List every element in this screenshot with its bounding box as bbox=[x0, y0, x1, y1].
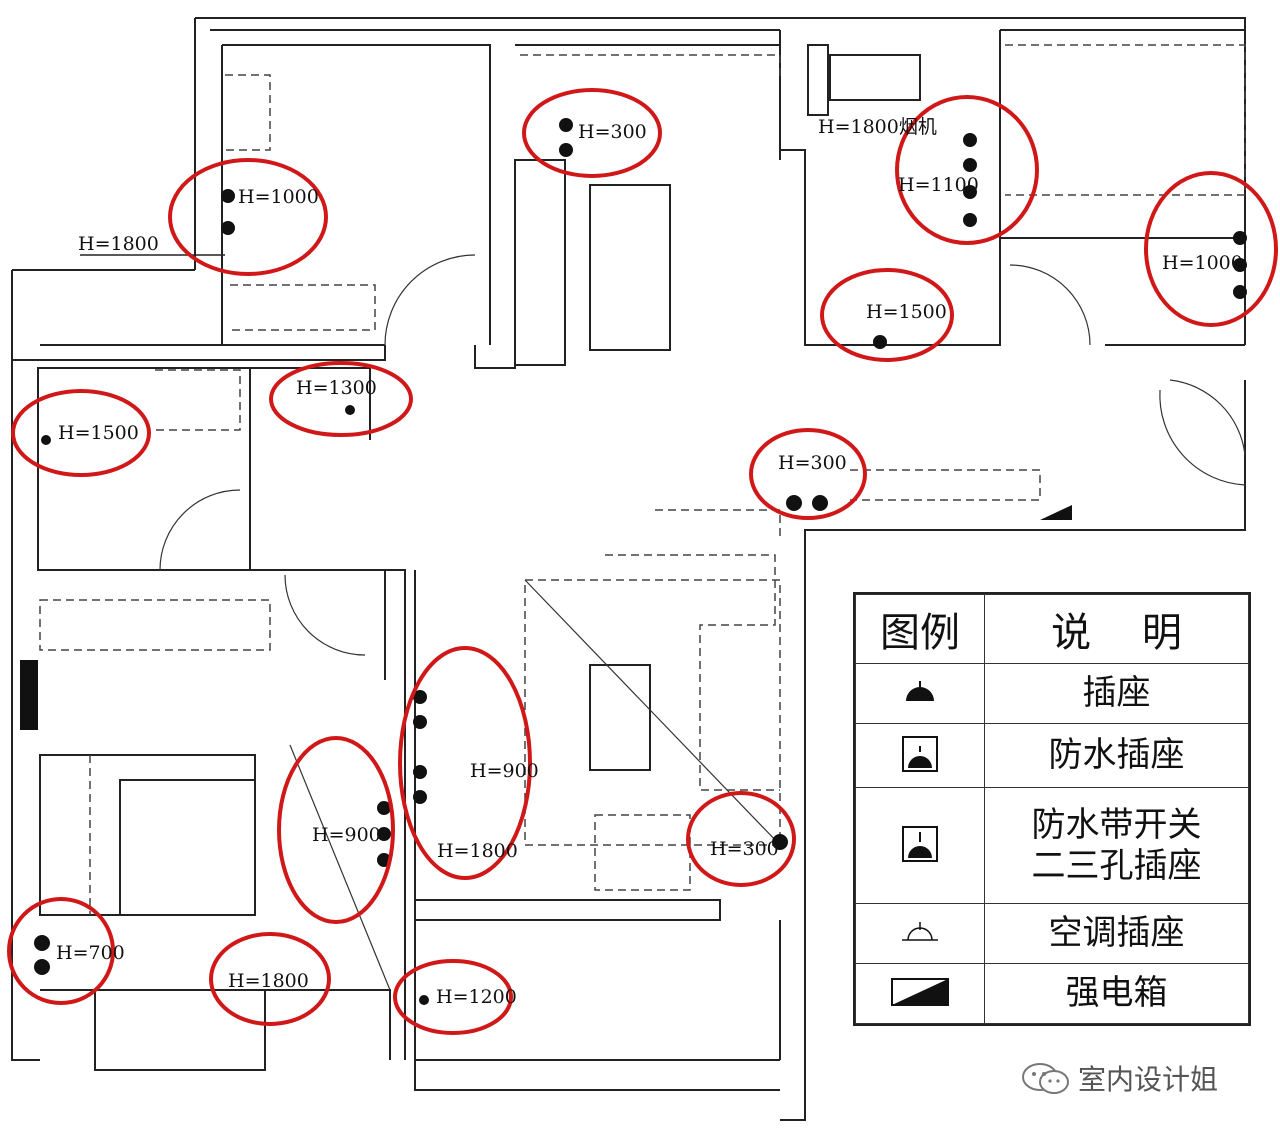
height-label: H=1800 bbox=[78, 233, 159, 255]
height-label: H=1500 bbox=[866, 301, 947, 323]
legend-header-symbol: 图例 bbox=[855, 594, 985, 664]
height-label: H=1200 bbox=[436, 986, 517, 1008]
height-label: H=1100 bbox=[898, 174, 979, 196]
height-label: H=900 bbox=[470, 760, 539, 782]
height-label: H=700 bbox=[56, 942, 125, 964]
height-label: H=1800烟机 bbox=[818, 116, 937, 138]
distribution-box-icon bbox=[855, 963, 985, 1024]
legend-table: 图例 说 明 插座 防水插座 防水带开关 二三孔插座 bbox=[853, 592, 1251, 1026]
highlight-circles bbox=[7, 88, 1278, 1035]
height-label: H=1800 bbox=[228, 970, 309, 992]
height-label: H=1000 bbox=[238, 186, 319, 208]
legend-label-line2: 二三孔插座 bbox=[1031, 845, 1202, 886]
legend-label: 强电箱 bbox=[984, 963, 1249, 1024]
legend-label: 防水带开关 二三孔插座 bbox=[984, 787, 1249, 905]
watermark-text: 室内设计姐 bbox=[1078, 1063, 1219, 1096]
waterproof-socket-icon bbox=[855, 722, 985, 789]
legend-label: 防水插座 bbox=[984, 722, 1249, 789]
height-label: H=300 bbox=[778, 452, 847, 474]
socket-symbols bbox=[34, 118, 1247, 1005]
legend-label: 插座 bbox=[984, 663, 1249, 724]
legend-label: 空调插座 bbox=[984, 903, 1249, 965]
legend-header-desc: 说 明 bbox=[984, 594, 1249, 664]
height-label: H=1500 bbox=[58, 422, 139, 444]
height-label: H=900 bbox=[312, 824, 381, 846]
socket-icon bbox=[855, 663, 985, 724]
watermark: 室内设计姐 bbox=[1020, 1058, 1218, 1098]
height-label: H=1800 bbox=[437, 840, 518, 862]
height-label: H=1300 bbox=[296, 377, 377, 399]
ac-socket-icon bbox=[855, 903, 985, 965]
height-label: H=1000 bbox=[1162, 252, 1243, 274]
height-label: H=300 bbox=[710, 838, 779, 860]
height-label: H=300 bbox=[578, 121, 647, 143]
legend-label-line1: 防水带开关 bbox=[1031, 804, 1202, 845]
wechat-icon bbox=[1022, 1063, 1069, 1094]
waterproof-switch-socket-icon bbox=[855, 787, 985, 905]
